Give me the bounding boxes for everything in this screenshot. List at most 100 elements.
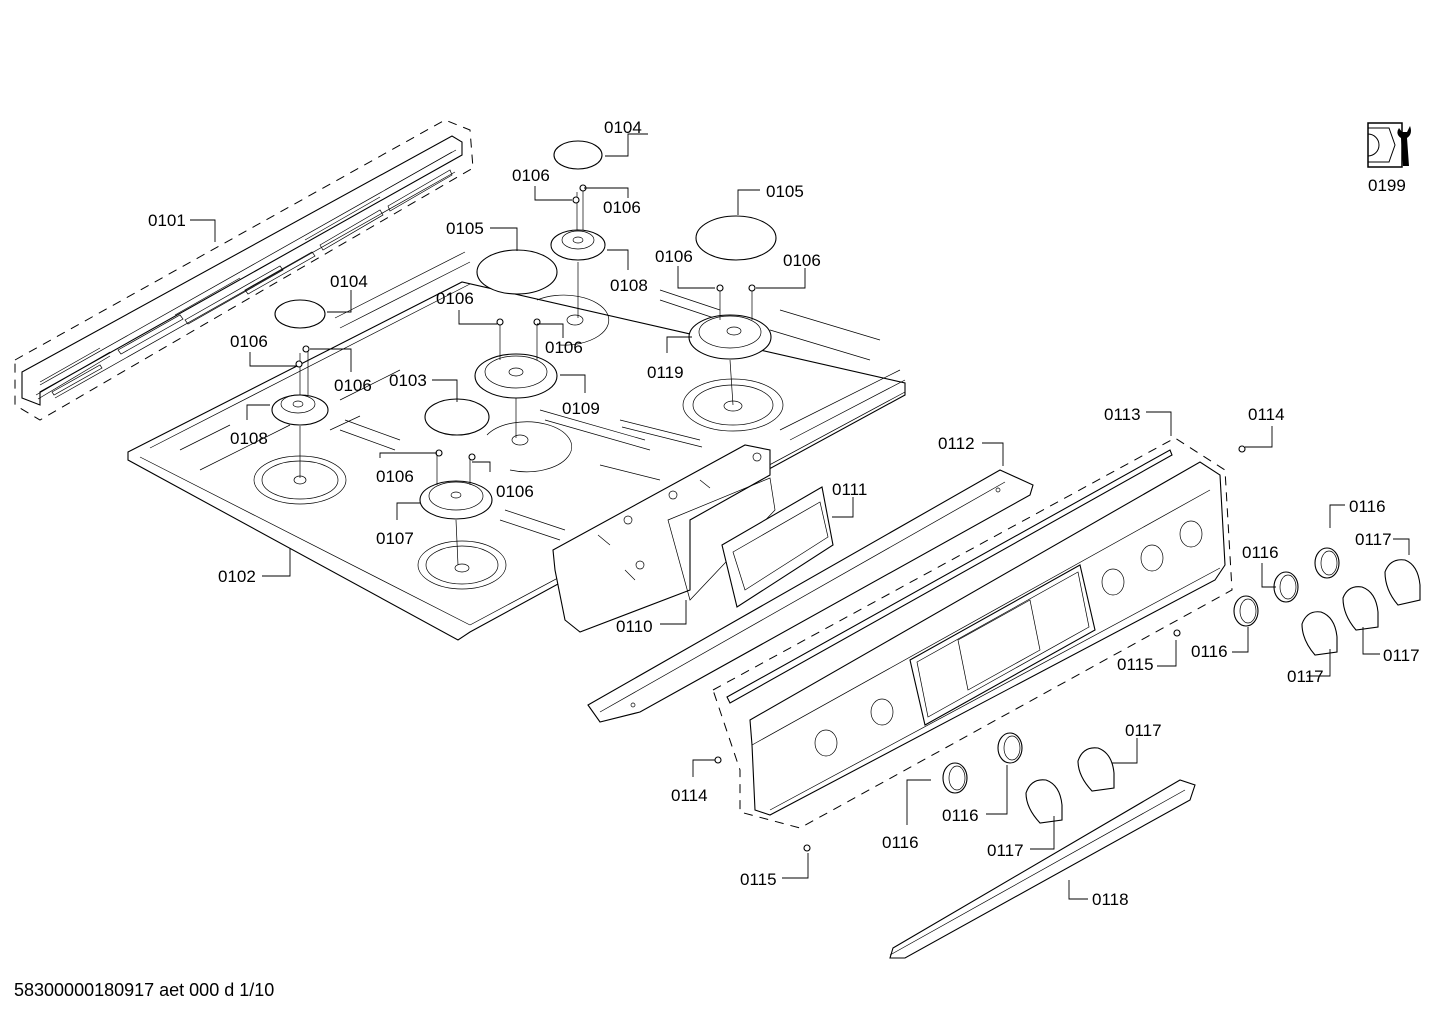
part-number-label[interactable]: 0101 [148,211,186,230]
callout-0106[interactable]: 0106 [537,323,583,357]
callout-0105[interactable]: 0105 [446,219,518,251]
callout-0115[interactable]: 0115 [740,853,809,889]
part-number-label[interactable]: 0116 [882,833,919,852]
callout-0106[interactable]: 0106 [655,247,715,289]
callout-0119[interactable]: 0119 [647,336,692,382]
callout-0109[interactable]: 0109 [560,374,600,418]
part-number-label[interactable]: 0104 [330,272,368,291]
part-number-label[interactable]: 0117 [987,841,1024,860]
leader-line [560,374,586,393]
part-number-label[interactable]: 0115 [740,870,777,889]
part-number-label[interactable]: 0117 [1287,667,1324,686]
part-number-label[interactable]: 0105 [446,219,484,238]
callout-0104[interactable]: 0104 [327,272,368,313]
part-number-label[interactable]: 0106 [334,376,372,395]
callout-0115[interactable]: 0115 [1117,640,1177,674]
callout-0108[interactable]: 0108 [230,404,270,448]
callout-0114[interactable]: 0114 [671,759,715,805]
callout-0116[interactable]: 0116 [1329,497,1386,528]
part-number-label[interactable]: 0106 [545,338,583,357]
leader-line [1329,504,1345,528]
control-knobs [1025,559,1421,824]
part-number-label[interactable]: 0118 [1092,890,1129,909]
part-number-label[interactable]: 0117 [1125,721,1162,740]
tool-part-number: 0199 [1368,176,1406,195]
callout-0112[interactable]: 0112 [938,434,1004,466]
part-rear-vent-trim [14,119,474,421]
part-number-label[interactable]: 0108 [230,429,268,448]
part-number-label[interactable]: 0106 [655,247,693,266]
part-number-label[interactable]: 0119 [647,363,684,382]
part-number-label[interactable]: 0115 [1117,655,1154,674]
callout-0106[interactable]: 0106 [512,166,572,201]
callout-0117[interactable]: 0117 [1355,530,1410,555]
callout-0104[interactable]: 0104 [604,118,648,157]
callout-0106[interactable]: 0106 [436,289,497,325]
callout-0105[interactable]: 0105 [737,182,804,215]
part-number-label[interactable]: 0112 [938,434,975,453]
callout-0102[interactable]: 0102 [218,548,291,586]
part-number-label[interactable]: 0106 [496,482,534,501]
callout-0117[interactable]: 0117 [1112,721,1162,764]
part-number-label[interactable]: 0116 [1242,543,1279,562]
leader-line [666,336,692,353]
part-number-label[interactable]: 0114 [671,786,708,805]
part-number-label[interactable]: 0117 [1383,646,1420,665]
part-number-label[interactable]: 0102 [218,567,256,586]
leader-line [906,779,931,825]
callout-0106[interactable]: 0106 [376,452,437,486]
leader-line [982,442,1004,466]
leader-line [534,186,572,201]
part-number-label[interactable]: 0116 [942,806,979,825]
callout-0106[interactable]: 0106 [756,251,821,289]
part-number-label[interactable]: 0105 [766,182,804,201]
callout-0116[interactable]: 0116 [1191,627,1249,661]
callout-0107[interactable]: 0107 [376,502,420,548]
callout-0101[interactable]: 0101 [148,211,216,242]
part-number-label[interactable]: 0106 [376,467,414,486]
callout-0114[interactable]: 0114 [1245,405,1285,448]
callout-0108[interactable]: 0108 [607,249,648,295]
callout-0113[interactable]: 0113 [1104,405,1172,436]
part-number-label[interactable]: 0106 [436,289,474,308]
part-number-label[interactable]: 0106 [783,251,821,270]
part-number-label[interactable]: 0117 [1355,530,1392,549]
callout-0103[interactable]: 0103 [389,371,458,402]
part-number-label[interactable]: 0108 [610,276,648,295]
callout-0118[interactable]: 0118 [1068,880,1129,909]
part-number-label[interactable]: 0107 [376,529,414,548]
callout-0111[interactable]: 0111 [832,480,867,518]
callout-0106[interactable]: 0106 [472,461,534,501]
callout-0116[interactable]: 0116 [882,779,931,852]
callout-0106[interactable]: 0106 [584,187,641,217]
callout-0117[interactable]: 0117 [987,816,1055,860]
part-number-label[interactable]: 0116 [1191,642,1228,661]
callout-0106[interactable]: 0106 [310,348,372,395]
part-control-panel [712,437,1233,829]
callout-0116[interactable]: 0116 [942,765,1008,825]
part-number-label[interactable]: 0106 [603,198,641,217]
callout-0106[interactable]: 0106 [230,332,296,367]
part-number-label[interactable]: 0113 [1104,405,1141,424]
leader-line [1362,627,1380,655]
part-number-label[interactable]: 0103 [389,371,427,390]
burners [271,185,772,566]
part-number-label[interactable]: 0109 [562,399,600,418]
leader-line [692,759,715,777]
part-number-label[interactable]: 0114 [1248,405,1285,424]
callout-0116[interactable]: 0116 [1242,543,1279,588]
leader-line [737,189,760,215]
leader-line [1030,816,1055,850]
leader-line [782,853,809,879]
part-number-label[interactable]: 0104 [604,118,642,137]
part-number-label[interactable]: 0116 [1349,497,1386,516]
callout-0110[interactable]: 0110 [616,600,687,636]
leader-line [1146,411,1172,436]
part-number-label[interactable]: 0111 [832,480,867,499]
callout-0117[interactable]: 0117 [1362,627,1420,665]
part-number-label[interactable]: 0106 [512,166,550,185]
part-number-label[interactable]: 0106 [230,332,268,351]
callout-0117[interactable]: 0117 [1287,649,1331,686]
leader-line [1245,426,1273,448]
part-number-label[interactable]: 0110 [616,617,653,636]
